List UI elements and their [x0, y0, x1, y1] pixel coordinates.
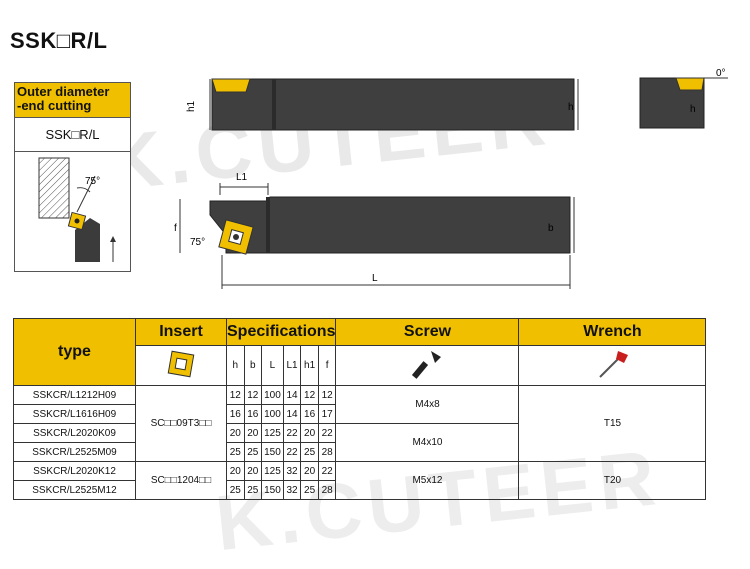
holder-top-view: L1 f 75° b L [174, 172, 575, 289]
insert-image [135, 345, 227, 386]
cell-h: 25 [226, 442, 245, 462]
wrench-size: T15 [518, 385, 707, 462]
insert-code: SC□□1204□□ [135, 461, 227, 500]
cell-f: 22 [317, 461, 337, 481]
application-diagram: 75° [38, 157, 116, 262]
application-title: Outer diameter -end cutting [15, 83, 130, 118]
cell-h1: 20 [300, 461, 319, 481]
cell-b: 16 [243, 404, 263, 424]
cell-h: 20 [226, 461, 245, 481]
angle-label: 75° [85, 176, 100, 187]
application-box: Outer diameter -end cutting SSK□R/L 75° [14, 82, 131, 272]
dim-h: h [568, 102, 574, 113]
table-row: SSKCR/L1212H09 SC□□09T3□□ 12 12 100 14 1… [13, 385, 707, 462]
cell-h: 20 [226, 423, 245, 443]
screw-icon [412, 351, 442, 380]
angle-75-top: 75° [190, 237, 205, 248]
holder-end-view: 0° h [639, 68, 728, 129]
header-insert: Insert [135, 317, 227, 347]
cell-h1: 25 [300, 442, 319, 462]
table-row: SSKCR/L1616H09 16 16 100 14 16 17 [13, 404, 706, 424]
dim-b: b [548, 223, 554, 234]
holder-side-view: h1 h [186, 78, 579, 131]
cell-h: 16 [226, 404, 245, 424]
cell-L: 125 [261, 461, 284, 481]
application-title-line1: Outer diameter [17, 84, 110, 99]
cell-b: 20 [243, 461, 263, 481]
cell-h: 25 [226, 480, 245, 500]
col-L: L [261, 345, 284, 386]
screw-image [335, 345, 520, 386]
cell-L: 125 [261, 423, 284, 443]
cell-f: 28 [317, 442, 337, 462]
row-type: SSKCR/L1212H09 [13, 385, 136, 405]
table-row: SSKCR/L2020K12 SC□□1204□□ 20 20 125 32 2… [13, 461, 707, 500]
cell-f: 22 [317, 423, 337, 443]
cell-b: 20 [243, 423, 263, 443]
wrench-icon [599, 351, 629, 378]
table-row: SSKCR/L2020K09 20 20 125 22 20 22 M4x10 [13, 423, 706, 462]
dim-h-end: h [690, 104, 696, 115]
col-f: f [317, 345, 337, 386]
col-h1: h1 [300, 345, 319, 386]
screw-size: M4x10 [335, 423, 520, 462]
cell-L: 100 [261, 404, 284, 424]
cell-h: 12 [226, 385, 245, 405]
cell-f: 28 [317, 480, 337, 500]
col-b: b [243, 345, 263, 386]
header-screw: Screw [335, 317, 520, 347]
angle-zero-label: 0° [716, 68, 726, 79]
col-L1: L1 [282, 345, 302, 386]
application-code: SSK□R/L [15, 118, 130, 152]
cell-h1: 20 [300, 423, 319, 443]
wrench-image [518, 345, 707, 386]
header-type: type [13, 318, 136, 386]
cell-L1: 32 [282, 461, 302, 481]
cell-b: 12 [243, 385, 263, 405]
table-row: SSKCR/L2525M12 25 25 150 32 25 28 [13, 480, 706, 500]
row-type: SSKCR/L2020K09 [13, 423, 136, 443]
cell-h1: 25 [300, 480, 319, 500]
dim-l1: L1 [236, 172, 248, 183]
header-wrench: Wrench [518, 317, 707, 347]
application-title-line2: -end cutting [17, 98, 92, 113]
cell-b: 25 [243, 480, 263, 500]
cell-L1: 22 [282, 423, 302, 443]
cell-f: 17 [317, 404, 337, 424]
cell-f: 12 [317, 385, 337, 405]
cell-L: 150 [261, 480, 284, 500]
cell-L1: 22 [282, 442, 302, 462]
wrench-size: T20 [518, 461, 707, 500]
dim-h1: h1 [186, 100, 197, 112]
dim-l: L [372, 273, 378, 284]
cell-L: 150 [261, 442, 284, 462]
cell-L1: 14 [282, 404, 302, 424]
row-type: SSKCR/L2525M09 [13, 442, 136, 462]
screw-size: M5x12 [335, 461, 520, 500]
dim-f: f [174, 223, 177, 234]
cell-b: 25 [243, 442, 263, 462]
row-type: SSKCR/L2020K12 [13, 461, 136, 481]
cell-h1: 12 [300, 385, 319, 405]
insert-code: SC□□09T3□□ [135, 385, 227, 462]
insert-icon [167, 350, 195, 378]
row-type: SSKCR/L1616H09 [13, 404, 136, 424]
page-title: SSK□R/L [10, 28, 108, 53]
header-specifications: Specifications [225, 317, 337, 347]
col-h: h [226, 345, 245, 386]
specifications-table: type Insert Specifications Screw Wrench … [13, 317, 707, 500]
cell-L1: 32 [282, 480, 302, 500]
cell-L: 100 [261, 385, 284, 405]
cell-L1: 14 [282, 385, 302, 405]
screw-size: M4x8 [335, 385, 520, 424]
cell-h1: 16 [300, 404, 319, 424]
row-type: SSKCR/L2525M12 [13, 480, 136, 500]
